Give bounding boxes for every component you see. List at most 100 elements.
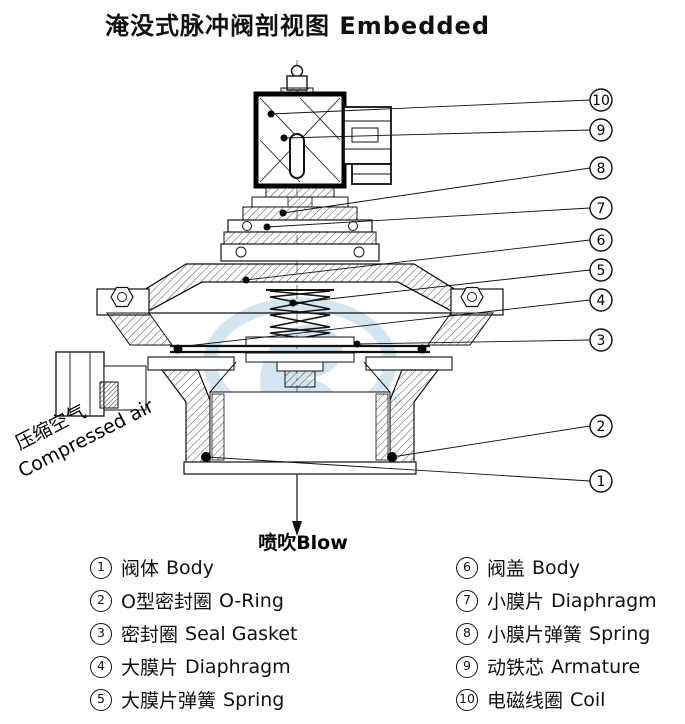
legend-item-number: 7 bbox=[456, 589, 478, 612]
legend-item-label-en: Seal Gasket bbox=[185, 622, 298, 645]
top-cap bbox=[280, 64, 314, 96]
arrow-head bbox=[292, 521, 302, 536]
legend-item-6: 6 阀盖 Body bbox=[456, 551, 657, 584]
cover-bolt bbox=[353, 246, 365, 258]
spring-coil bbox=[269, 290, 331, 344]
leader-line-7 bbox=[266, 207, 591, 228]
callout-number: 10 bbox=[592, 93, 610, 109]
legend-item-label-cn: 大膜片弹簧 bbox=[121, 690, 217, 712]
armature bbox=[289, 133, 305, 179]
cover-bolt bbox=[235, 246, 247, 258]
callout-number: 4 bbox=[597, 293, 606, 309]
legend-item-label-cn: 动铁芯 bbox=[487, 657, 545, 679]
legend-item-label-en: Diaphragm bbox=[551, 589, 657, 612]
stem-nut bbox=[284, 370, 316, 388]
legend-item-label-cn: 阀体 bbox=[121, 558, 160, 580]
legend-item-number: 8 bbox=[456, 622, 478, 645]
callout-circle bbox=[589, 156, 613, 180]
callout-circle bbox=[589, 469, 613, 493]
callout-circle bbox=[589, 118, 613, 142]
connector-port bbox=[351, 127, 379, 143]
legend-item-number: 1 bbox=[90, 556, 112, 579]
callout-number: 6 bbox=[597, 233, 606, 249]
valve-body bbox=[147, 356, 453, 475]
legend-item-number: 10 bbox=[456, 688, 478, 711]
legend-item-label-en: Diaphragm bbox=[185, 655, 291, 678]
callout-10: 10 bbox=[589, 88, 613, 112]
legend-item-label-en: Spring bbox=[223, 688, 285, 711]
callout-number: 9 bbox=[597, 123, 606, 139]
callout-number: 1 bbox=[597, 474, 606, 490]
legend-item-label-cn: 大膜片 bbox=[121, 657, 179, 679]
legend-item-label-cn: 电磁线圈 bbox=[487, 690, 564, 712]
cable-connector bbox=[343, 106, 392, 185]
legend-item-label-en: Armature bbox=[551, 655, 641, 678]
funnel-line bbox=[209, 361, 237, 393]
callout-circle bbox=[589, 288, 613, 312]
legend-column-left: 1 阀体 Body 2 O型密封圈 O-Ring 3 密封圈 Seal Gask… bbox=[90, 551, 297, 716]
callout-circle bbox=[589, 228, 613, 252]
diaphragm-clamp-upper bbox=[245, 336, 355, 347]
center-stem bbox=[276, 361, 324, 388]
callout-5: 5 bbox=[589, 258, 613, 282]
legend-column-right: 6 阀盖 Body 7 小膜片 Diaphragm 8 小膜片弹簧 Spring… bbox=[456, 551, 657, 716]
hex-bolt-circle bbox=[467, 292, 477, 302]
legend-item-number: 2 bbox=[90, 589, 112, 612]
legend-item-3: 3 密封圈 Seal Gasket bbox=[90, 617, 297, 650]
callout-circle bbox=[589, 88, 613, 112]
pilot-bolt bbox=[348, 221, 358, 231]
legend-item-number: 3 bbox=[90, 622, 112, 645]
leader-lines bbox=[177, 99, 591, 482]
air-inlet bbox=[55, 351, 147, 417]
leader-line-10 bbox=[270, 99, 591, 115]
pilot-base bbox=[223, 231, 377, 245]
body-wall-right bbox=[389, 369, 440, 467]
legend-item-1: 1 阀体 Body bbox=[90, 551, 297, 584]
body-chamber bbox=[209, 391, 391, 463]
pilot-spring-seat bbox=[287, 196, 313, 208]
callout-number: 5 bbox=[597, 263, 606, 279]
main-diaphragm bbox=[170, 336, 430, 363]
chamber-liner bbox=[375, 393, 389, 461]
legend-item-label-en: Body bbox=[166, 556, 214, 579]
legend-item-5: 5 大膜片弹簧 Spring bbox=[90, 683, 297, 716]
stem-plate bbox=[276, 361, 324, 372]
callout-number: 7 bbox=[597, 201, 606, 217]
blow-arrow bbox=[292, 474, 302, 536]
inlet-seal bbox=[99, 381, 119, 409]
legend: 1 阀体 Body 2 O型密封圈 O-Ring 3 密封圈 Seal Gask… bbox=[0, 551, 685, 724]
legend-item-2: 2 O型密封圈 O-Ring bbox=[90, 584, 297, 617]
funnel-line bbox=[363, 361, 391, 393]
diaphragm-clamp-lower bbox=[245, 352, 355, 363]
leader-line-3 bbox=[356, 339, 591, 345]
leader-line-9 bbox=[283, 129, 591, 139]
callout-8: 8 bbox=[589, 156, 613, 180]
cover-top-flange bbox=[220, 243, 380, 262]
inlet-pipe bbox=[55, 351, 105, 417]
pilot-head bbox=[223, 185, 377, 245]
body-wall-left bbox=[160, 369, 211, 467]
legend-item-label-cn: 小膜片弹簧 bbox=[487, 624, 583, 646]
callout-1: 1 bbox=[589, 469, 613, 493]
callout-7: 7 bbox=[589, 196, 613, 220]
body-flange-left bbox=[147, 356, 235, 371]
legend-item-label-cn: 阀盖 bbox=[487, 558, 526, 580]
cover-flange-plate bbox=[220, 243, 380, 262]
leader-line-8 bbox=[282, 167, 591, 214]
flange-bolt-left bbox=[96, 286, 150, 316]
legend-item-9: 9 动铁芯 Armature bbox=[456, 650, 657, 683]
legend-item-label-en: Body bbox=[532, 556, 580, 579]
spring-coil bbox=[269, 290, 331, 344]
body-bottom-plate bbox=[183, 461, 417, 475]
legend-item-label-en: O-Ring bbox=[218, 589, 284, 612]
callout-3: 3 bbox=[589, 328, 613, 352]
callouts: 10 9 8 7 6 5 4 bbox=[589, 88, 613, 493]
leader-line-4 bbox=[177, 299, 591, 348]
callout-number: 8 bbox=[597, 161, 606, 177]
diaphragm-edge-dot bbox=[173, 344, 183, 354]
callout-number: 3 bbox=[597, 333, 606, 349]
legend-item-label-en: Coil bbox=[570, 688, 606, 711]
chamber-wall-left bbox=[106, 312, 173, 346]
